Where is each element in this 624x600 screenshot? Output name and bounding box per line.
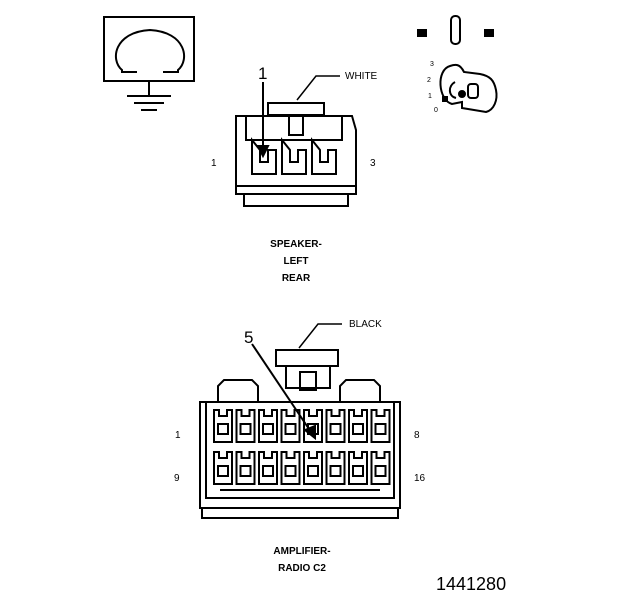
terminal-cavity: [258, 451, 278, 485]
terminal-pin: [284, 465, 297, 477]
terminal-cavity: [235, 409, 256, 443]
terminal-pin: [329, 423, 342, 435]
terminal-cavity: [303, 451, 323, 485]
amplifier-pin-bottom-left-label: 9: [174, 473, 180, 484]
ohmmeter-ground-icon: [103, 16, 195, 111]
key-position-2: 2: [427, 77, 431, 84]
terminal-cavity: [213, 409, 233, 443]
key-position-1: 1: [428, 93, 432, 100]
terminal-cavity: [325, 451, 346, 485]
speaker-caption-line1: SPEAKER-: [270, 239, 322, 250]
switch-contact-right: [484, 29, 494, 37]
speaker-wire-color-label: WHITE: [345, 71, 378, 82]
terminal-pin: [239, 423, 252, 435]
switch-slot: [450, 15, 461, 45]
ignition-switch-symbol: [417, 15, 494, 45]
terminal-cavity: [235, 451, 256, 485]
terminal-pin: [352, 465, 364, 477]
amplifier-caption-line2: RADIO C2: [278, 563, 326, 574]
switch-contact-left: [417, 29, 427, 37]
speaker-pin-right-label: 3: [370, 158, 376, 169]
amplifier-pin-top-left-label: 1: [175, 430, 181, 441]
terminal-cavity: [258, 409, 278, 443]
terminal-pin: [307, 465, 319, 477]
terminal-cavity: [213, 451, 233, 485]
terminal-cavity: [348, 451, 368, 485]
amplifier-wire-color-label: BLACK: [349, 319, 382, 330]
amplifier-pin-bottom-right-label: 16: [414, 473, 426, 484]
terminal-pin: [262, 423, 274, 435]
terminal-pin: [217, 423, 229, 435]
terminal-cavity: [303, 409, 323, 443]
terminal-cavity: [280, 409, 301, 443]
terminal-pin: [239, 465, 252, 477]
speaker-callout-pin-number: 1: [258, 64, 268, 83]
ignition-key-icon: [439, 63, 498, 114]
key-position-3: 3: [430, 61, 434, 68]
key-position-0: 0: [434, 107, 438, 114]
amplifier-callout-pin-number: 5: [244, 328, 254, 347]
amplifier-caption-line1: AMPLIFIER-: [273, 546, 331, 557]
speaker-caption-line3: REAR: [281, 273, 311, 284]
terminal-pin: [262, 465, 274, 477]
terminal-pin: [352, 423, 364, 435]
amplifier-connector: [199, 323, 401, 519]
terminal-cavity: [370, 409, 391, 443]
speaker-pin-left-label: 1: [211, 158, 217, 169]
terminal-cavity: [370, 451, 391, 485]
amplifier-pin-top-right-label: 8: [414, 430, 420, 441]
terminal-cavity: [325, 409, 346, 443]
speaker-caption-line2: LEFT: [283, 256, 309, 267]
terminal-pin: [374, 423, 387, 435]
terminal-pin: [374, 465, 387, 477]
terminal-pin: [329, 465, 342, 477]
terminal-cavity: [348, 409, 368, 443]
figure-number: 1441280: [436, 574, 507, 594]
terminal-pin: [284, 423, 297, 435]
terminal-cavity: [280, 451, 301, 485]
speaker-connector: [235, 75, 357, 207]
terminal-pin: [217, 465, 229, 477]
